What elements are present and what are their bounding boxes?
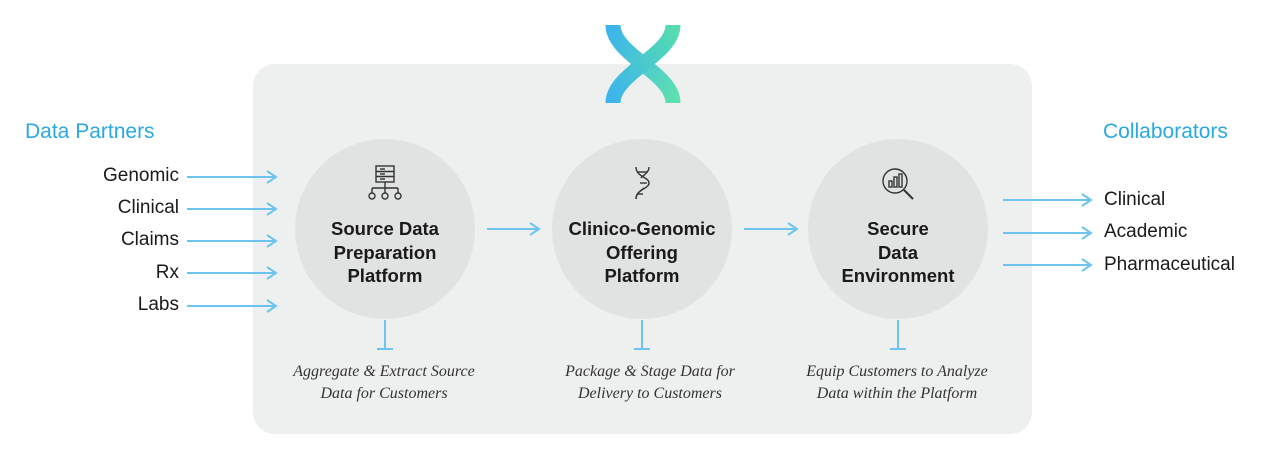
stage-source-data-circle: Source Data Preparation Platform: [295, 139, 475, 319]
stage-clinico-genomic-circle: Clinico-Genomic Offering Platform: [552, 139, 732, 319]
partner-claims: Claims: [120, 229, 179, 250]
analytics-magnifier-icon: [882, 168, 914, 200]
stage-title: Secure Data Environment: [841, 218, 955, 286]
partner-labs: Labs: [137, 294, 179, 315]
collaborator-pharmaceutical: Pharmaceutical: [1104, 254, 1235, 275]
collaborator-academic: Academic: [1104, 221, 1188, 242]
stage-source-data-description: Aggregate & Extract Source Data for Cust…: [293, 363, 475, 402]
data-partners-heading: Data Partners: [25, 120, 155, 143]
stage-title: Source Data Preparation Platform: [331, 218, 439, 286]
partner-rx: Rx: [155, 262, 179, 283]
partner-clinical: Clinical: [117, 197, 179, 218]
stage-clinico-genomic-description: Package & Stage Data for Delivery to Cus…: [565, 363, 735, 402]
collaborators-heading: Collaborators: [1103, 120, 1228, 143]
dna-helix-icon: [635, 166, 650, 200]
x-helix-logo: [605, 25, 681, 103]
server-network-icon: [368, 165, 402, 200]
stage-title: Clinico-Genomic Offering Platform: [568, 218, 716, 286]
partner-genomic: Genomic: [102, 165, 179, 186]
stage-secure-data-circle: Secure Data Environment: [808, 139, 988, 319]
stage-secure-data-description: Equip Customers to Analyze Data within t…: [806, 363, 988, 402]
collaborator-clinical: Clinical: [1104, 189, 1166, 210]
